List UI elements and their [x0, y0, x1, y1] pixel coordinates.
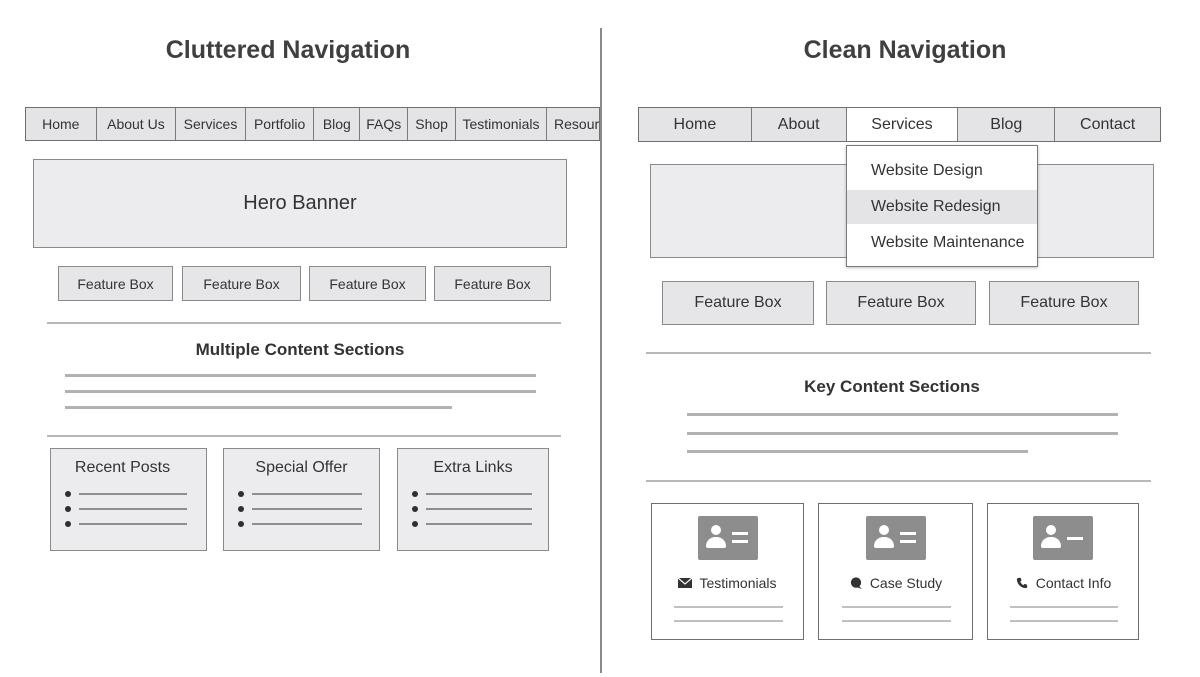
nav-item-blog[interactable]: Blog — [958, 108, 1056, 141]
section-divider — [646, 352, 1151, 354]
nav-item-contact[interactable]: Contact — [1080, 115, 1136, 133]
section-divider — [47, 322, 561, 324]
envelope-icon — [678, 577, 693, 588]
card-title: Extra Links — [433, 459, 513, 476]
text-placeholder-line — [842, 606, 951, 608]
nav-item-faqs[interactable]: FAQs — [360, 108, 409, 140]
card-label: Testimonials — [652, 575, 803, 591]
feature-box: Feature Box — [662, 281, 814, 325]
testimonials-card: Testimonials — [651, 503, 804, 640]
text-placeholder-line — [65, 374, 536, 377]
text-placeholder-line — [674, 620, 783, 622]
recent-posts-card: Recent Posts — [50, 448, 207, 551]
clean-navigation-title: Clean Navigation — [803, 36, 1007, 64]
list-item — [238, 491, 362, 497]
list-item — [238, 506, 362, 512]
card-label: Case Study — [819, 575, 972, 591]
list-item — [65, 521, 187, 527]
case-study-card: Case Study — [818, 503, 973, 640]
list-item — [412, 521, 532, 527]
cluttered-nav-bar: Home About Us Services Portfolio Blog FA… — [25, 107, 600, 141]
nav-item-services[interactable]: Services — [846, 108, 959, 141]
list-item — [65, 506, 187, 512]
dropdown-item-website-maintenance[interactable]: Website Maintenance — [871, 234, 1025, 251]
dropdown-item-website-redesign[interactable]: Website Redesign — [847, 190, 1037, 224]
card-label-text: Case Study — [869, 575, 943, 591]
feature-box: Feature Box — [989, 281, 1139, 325]
section-divider — [646, 480, 1151, 482]
text-placeholder-line — [65, 406, 452, 409]
nav-item-blog[interactable]: Blog — [314, 108, 361, 140]
nav-item-services[interactable]: Services — [176, 108, 246, 140]
text-placeholder-line — [1010, 606, 1118, 608]
phone-icon — [1016, 577, 1027, 589]
card-title: Special Offer — [255, 459, 348, 476]
cluttered-navigation-title: Cluttered Navigation — [165, 36, 411, 64]
feature-box: Feature Box — [58, 266, 173, 301]
contact-card-icon — [865, 516, 926, 560]
text-placeholder-line — [687, 413, 1118, 416]
text-placeholder-line — [842, 620, 951, 622]
nav-item-home[interactable]: Home — [26, 108, 97, 140]
contact-info-card: Contact Info — [987, 503, 1139, 640]
feature-box: Feature Box — [826, 281, 976, 325]
nav-item-home[interactable]: Home — [639, 108, 752, 141]
list-item — [238, 521, 362, 527]
nav-item-about[interactable]: About — [752, 108, 847, 141]
dropdown-item-website-design[interactable]: Website Design — [871, 162, 983, 179]
card-label: Contact Info — [988, 575, 1138, 591]
special-offer-card: Special Offer — [223, 448, 380, 551]
feature-box: Feature Box — [309, 266, 426, 301]
contact-card-icon — [697, 516, 758, 560]
feature-box: Feature Box — [182, 266, 301, 301]
panel-divider — [600, 28, 602, 673]
chat-bubble-icon — [850, 577, 862, 589]
contact-card-icon — [1033, 516, 1093, 560]
nav-item-portfolio[interactable]: Portfolio — [246, 108, 315, 140]
text-placeholder-line — [687, 450, 1028, 453]
list-item — [412, 506, 532, 512]
text-placeholder-line — [1010, 620, 1118, 622]
section-divider — [47, 435, 561, 437]
text-placeholder-line — [687, 432, 1118, 435]
card-label-text: Contact Info — [1035, 575, 1112, 591]
nav-item-shop[interactable]: Shop — [408, 108, 457, 140]
section-title: Multiple Content Sections — [195, 340, 405, 359]
services-dropdown-menu: Website Design Website Redesign Website … — [846, 145, 1038, 267]
feature-box: Feature Box — [434, 266, 551, 301]
list-item — [65, 491, 187, 497]
card-label-text: Testimonials — [699, 575, 777, 591]
nav-item-resources[interactable]: Resour — [554, 116, 600, 132]
nav-item-about-us[interactable]: About Us — [97, 108, 177, 140]
clean-nav-bar: Home About Services Blog Contact — [638, 107, 1161, 142]
card-title: Recent Posts — [74, 459, 171, 476]
section-title: Key Content Sections — [804, 377, 980, 396]
hero-banner: Hero Banner — [33, 159, 567, 248]
nav-item-testimonials[interactable]: Testimonials — [456, 108, 548, 140]
extra-links-card: Extra Links — [397, 448, 549, 551]
text-placeholder-line — [674, 606, 783, 608]
list-item — [412, 491, 532, 497]
text-placeholder-line — [65, 390, 536, 393]
